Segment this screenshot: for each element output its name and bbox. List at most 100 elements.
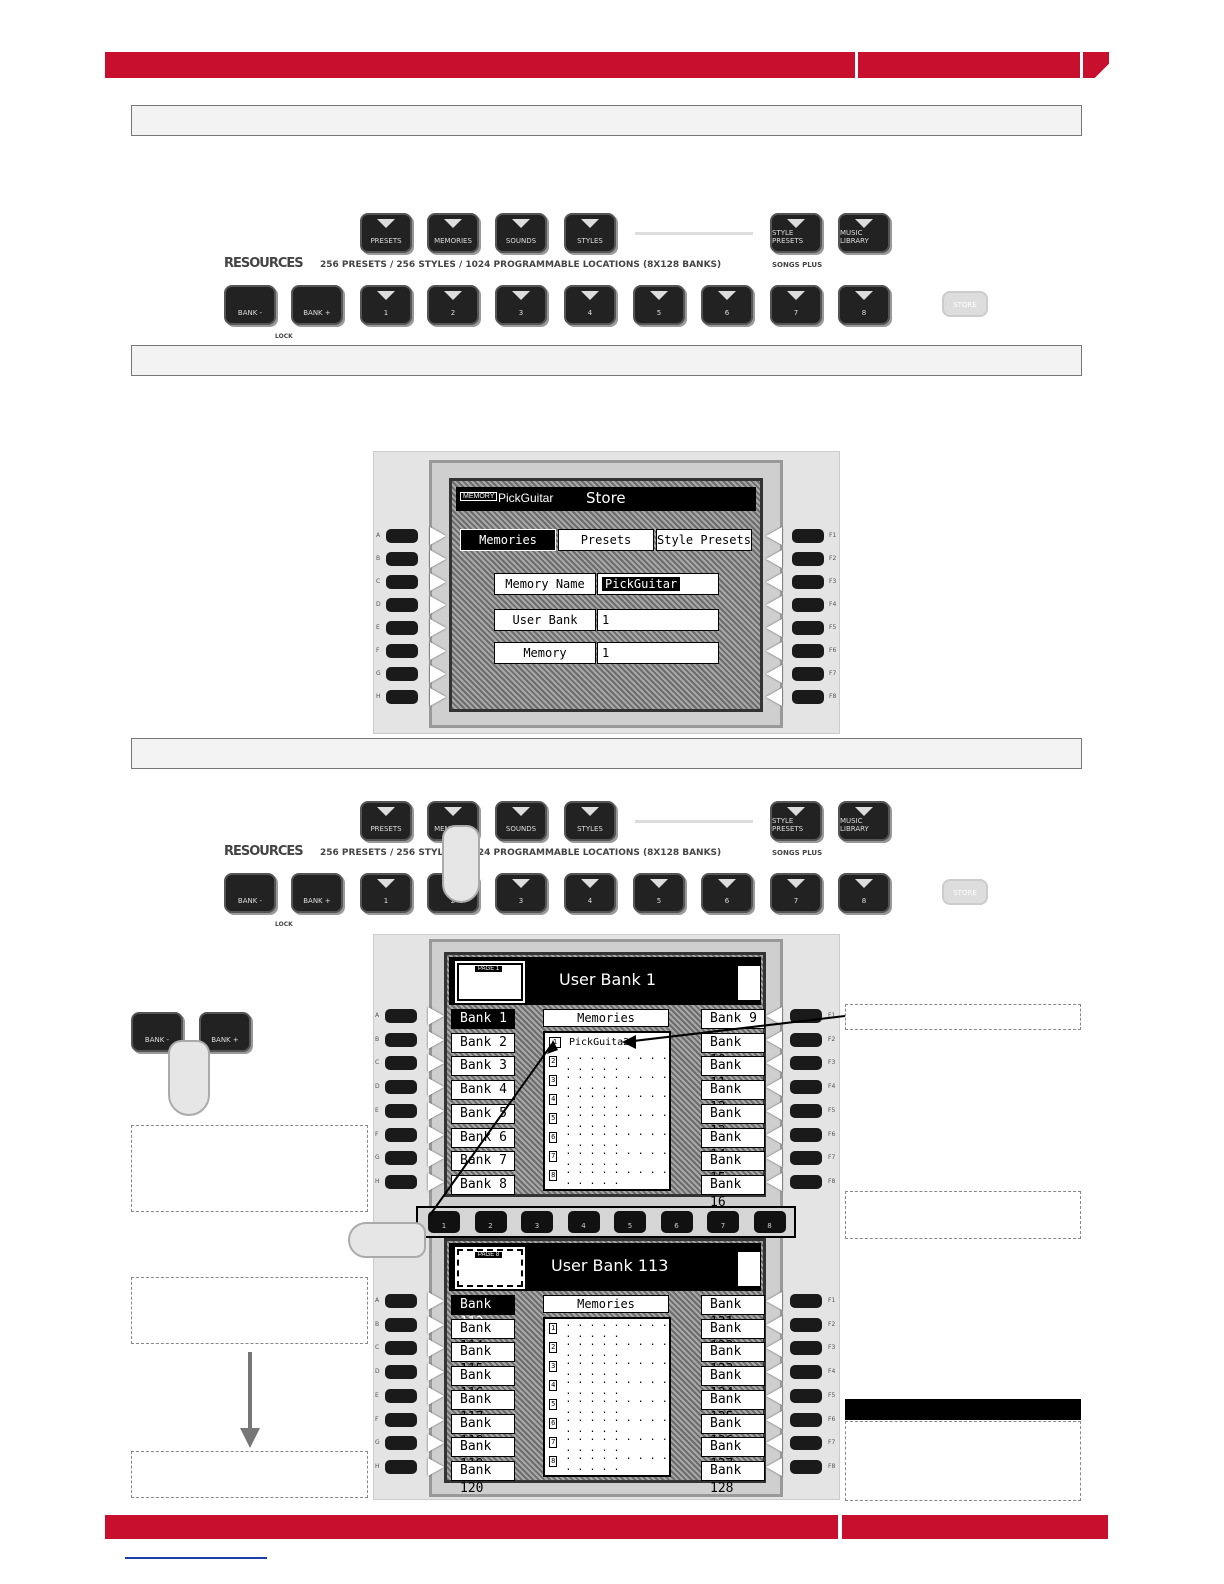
music-library-button-2[interactable]: MUSIC LIBRARY <box>838 801 890 841</box>
memory-slot[interactable]: 8. . . . . . . . . . . . . . <box>545 1451 669 1473</box>
strip-number-button[interactable]: 1 <box>428 1211 460 1233</box>
side-key-right[interactable] <box>792 598 824 612</box>
bank-button[interactable]: Bank 7 <box>451 1151 515 1172</box>
side-key-right[interactable] <box>790 1151 822 1166</box>
tab-style-presets[interactable]: Style Presets <box>656 529 752 551</box>
side-key-left[interactable] <box>385 1294 417 1308</box>
side-key-right[interactable] <box>790 1009 822 1023</box>
bank-button[interactable]: Bank 15 <box>701 1151 765 1186</box>
bank-minus-button-2[interactable]: BANK - <box>224 873 276 913</box>
bank-button[interactable]: Bank 120 <box>451 1460 515 1496</box>
side-key-left[interactable] <box>385 1151 417 1166</box>
side-key-left[interactable] <box>386 690 418 704</box>
bank-button[interactable]: Bank 13 <box>701 1103 765 1139</box>
bank-button[interactable]: Bank 118 <box>451 1413 515 1449</box>
memory-slot[interactable]: 3. . . . . . . . . . . . . . <box>545 1070 669 1092</box>
memory-slot[interactable]: 1. . . . . . . . . . . . . . <box>545 1318 669 1340</box>
side-key-left[interactable] <box>385 1056 417 1071</box>
side-key-right[interactable] <box>790 1294 822 1308</box>
memory-slot[interactable]: 8. . . . . . . . . . . . . . <box>545 1165 669 1187</box>
bank-button[interactable]: Bank 124 <box>701 1366 765 1401</box>
side-key-right[interactable] <box>790 1103 822 1118</box>
number-button-8[interactable]: 8 <box>838 285 890 325</box>
strip-number-button[interactable]: 5 <box>614 1211 646 1233</box>
presets-button-2[interactable]: PRESETS <box>360 801 412 841</box>
memory-slot[interactable]: 2. . . . . . . . . . . . . . <box>545 1337 669 1359</box>
side-key-left[interactable] <box>385 1127 417 1142</box>
side-key-right[interactable] <box>790 1056 822 1071</box>
side-key-right[interactable] <box>790 1388 822 1403</box>
number-button-5[interactable]: 5 <box>633 285 685 325</box>
number-button-4b[interactable]: 4 <box>564 873 616 913</box>
side-key-right[interactable] <box>792 552 824 566</box>
strip-number-button[interactable]: 2 <box>474 1211 507 1233</box>
bank-button[interactable]: Bank 3 <box>451 1056 515 1077</box>
bank-button[interactable]: Bank 14 <box>701 1127 765 1163</box>
bank-button[interactable]: Bank 9 <box>701 1009 765 1029</box>
memory-field[interactable]: 1 <box>597 642 719 664</box>
memory-slot[interactable]: 6. . . . . . . . . . . . . . <box>545 1413 669 1435</box>
side-key-left[interactable] <box>385 1080 417 1095</box>
side-key-right[interactable] <box>790 1365 822 1380</box>
side-key-left[interactable] <box>386 575 418 589</box>
side-key-left[interactable] <box>386 552 418 566</box>
bank-button[interactable]: Bank 122 <box>701 1318 765 1354</box>
memory-slot[interactable]: 4. . . . . . . . . . . . . . <box>545 1375 669 1397</box>
side-key-left[interactable] <box>386 529 418 543</box>
memory-slot[interactable]: 5. . . . . . . . . . . . . . <box>545 1394 669 1416</box>
number-button-1[interactable]: 1 <box>360 285 412 325</box>
side-key-right[interactable] <box>790 1032 822 1047</box>
memory-slot[interactable]: 4. . . . . . . . . . . . . . <box>545 1089 669 1111</box>
side-key-left[interactable] <box>386 598 418 612</box>
sounds-button-2[interactable]: SOUNDS <box>495 801 547 841</box>
number-button-7b[interactable]: 7 <box>770 873 822 913</box>
bank-button[interactable]: Bank 114 <box>451 1318 515 1354</box>
strip-number-button[interactable]: 3 <box>521 1211 553 1233</box>
side-key-right[interactable] <box>792 575 824 589</box>
bank-button[interactable]: Bank 11 <box>701 1056 765 1091</box>
side-key-left[interactable] <box>385 1388 417 1403</box>
bank-button[interactable]: Bank 126 <box>701 1413 765 1449</box>
style-presets-button[interactable]: STYLE PRESETS <box>770 213 822 253</box>
bank-button[interactable]: Bank 123 <box>701 1342 765 1377</box>
side-key-left[interactable] <box>385 1032 417 1047</box>
bank-button[interactable]: Bank 16 <box>701 1174 765 1210</box>
side-key-right[interactable] <box>790 1127 822 1142</box>
memory-slot[interactable]: 6. . . . . . . . . . . . . . <box>545 1127 669 1149</box>
number-button-4[interactable]: 4 <box>564 285 616 325</box>
side-key-right[interactable] <box>790 1317 822 1332</box>
side-key-left[interactable] <box>385 1365 417 1380</box>
memory-slot[interactable]: 2. . . . . . . . . . . . . . <box>545 1051 669 1073</box>
memory-slot[interactable]: 3. . . . . . . . . . . . . . <box>545 1356 669 1378</box>
store-button[interactable]: STORE <box>942 291 988 317</box>
side-key-left[interactable] <box>385 1459 417 1474</box>
memory-slot[interactable]: 7. . . . . . . . . . . . . . <box>545 1432 669 1454</box>
number-button-3[interactable]: 3 <box>495 285 547 325</box>
number-button-7[interactable]: 7 <box>770 285 822 325</box>
side-key-right[interactable] <box>792 644 824 658</box>
side-key-left[interactable] <box>385 1317 417 1332</box>
styles-button-2[interactable]: STYLES <box>564 801 616 841</box>
store-button-2[interactable]: STORE <box>942 879 988 905</box>
bank-button[interactable]: Bank 115 <box>451 1342 515 1377</box>
bank-button[interactable]: Bank 127 <box>701 1437 765 1472</box>
side-key-left[interactable] <box>385 1436 417 1451</box>
number-button-2[interactable]: 2 <box>427 285 479 325</box>
bank-button[interactable]: Bank 4 <box>451 1080 515 1101</box>
memories-button[interactable]: MEMORIES <box>427 213 479 253</box>
side-key-right[interactable] <box>790 1436 822 1451</box>
sounds-button[interactable]: SOUNDS <box>495 213 547 253</box>
side-key-left[interactable] <box>385 1412 417 1427</box>
side-key-right[interactable] <box>790 1459 822 1474</box>
side-key-left[interactable] <box>386 644 418 658</box>
side-key-right[interactable] <box>790 1412 822 1427</box>
user-bank-field[interactable]: 1 <box>597 609 719 631</box>
bank-button[interactable]: Bank 5 <box>451 1103 515 1124</box>
side-key-right[interactable] <box>790 1080 822 1095</box>
side-key-left[interactable] <box>385 1103 417 1118</box>
side-key-left[interactable] <box>385 1341 417 1356</box>
bank-button[interactable]: Bank 8 <box>451 1174 515 1195</box>
number-button-6b[interactable]: 6 <box>701 873 753 913</box>
style-presets-button-2[interactable]: STYLE PRESETS <box>770 801 822 841</box>
